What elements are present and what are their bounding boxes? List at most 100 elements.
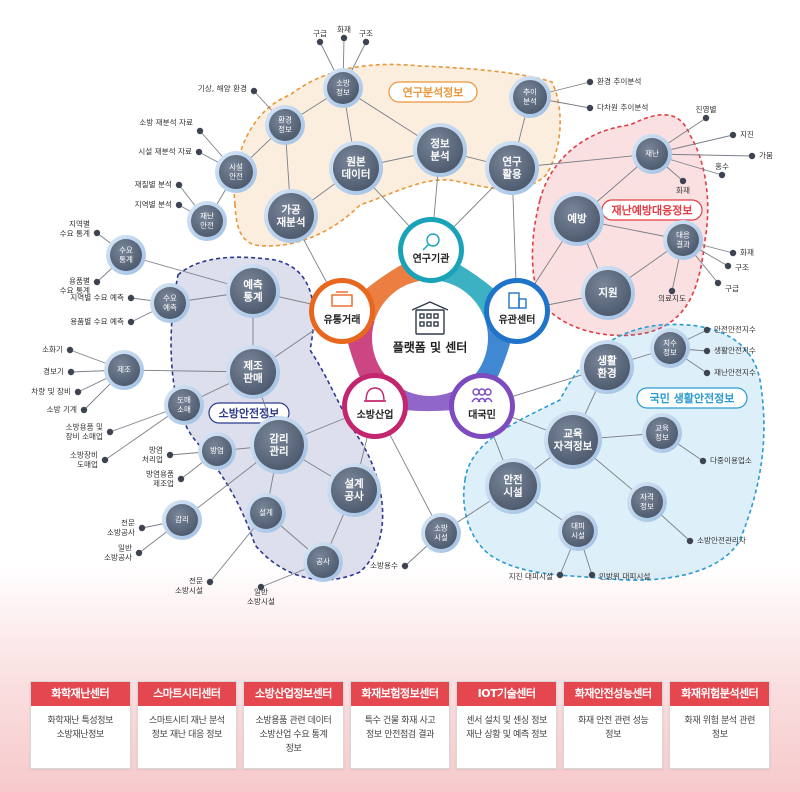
leaf-item[interactable]: 소방 재분석 자료 xyxy=(139,117,204,135)
hub-dist[interactable]: 유통거래 xyxy=(309,278,375,344)
leaf-label: 구급 xyxy=(313,29,327,38)
leaf-item[interactable]: 구급 xyxy=(313,29,327,46)
leaf-item[interactable]: 화재 xyxy=(676,177,690,195)
leaf-item[interactable]: 화재 xyxy=(337,25,351,42)
leaf-item[interactable]: 지진 xyxy=(729,129,754,139)
leaf-item[interactable]: 의료지도 xyxy=(658,287,686,303)
leaf-label: 소화기 xyxy=(42,345,63,354)
hub-research[interactable]: 연구기관 xyxy=(398,217,464,283)
hub-related[interactable]: 유관센터 xyxy=(484,278,550,344)
leaf-item[interactable]: 재난안전지수 xyxy=(703,367,756,377)
leaf-item[interactable]: 구급 xyxy=(714,279,739,293)
leaf-item[interactable]: 진영별 xyxy=(696,104,717,122)
node-circle xyxy=(202,436,232,466)
leaf-item[interactable]: 다중이용업소 xyxy=(699,455,752,465)
leaf-item[interactable]: 가뭄 xyxy=(748,151,773,160)
leaf-item[interactable]: 소화기 xyxy=(42,345,74,354)
node-circle xyxy=(425,517,457,549)
leaf-item[interactable]: 환경 추이분석 xyxy=(586,76,642,86)
leaf-item[interactable]: 지역별 분석 xyxy=(135,199,183,209)
data-node[interactable]: 제조 xyxy=(104,350,144,390)
leaf-item[interactable]: 소방안전관리자 xyxy=(686,535,746,545)
leaf-item[interactable]: 구조 xyxy=(724,262,749,272)
leaf-item[interactable]: 소방 기계 xyxy=(47,404,88,414)
hub-fireind[interactable]: 소방산업 xyxy=(342,373,408,439)
leaf-dot xyxy=(729,131,737,139)
leaf-item[interactable]: 다차원 추이분석 xyxy=(586,102,649,112)
leaf-dot xyxy=(106,428,114,436)
leaf-item[interactable]: 민방위 대피시설 xyxy=(588,571,651,581)
data-node[interactable]: 설계 xyxy=(246,493,286,533)
leaf-item[interactable]: 용품별 수요 예측 xyxy=(70,316,135,326)
data-node[interactable]: 감리 xyxy=(162,500,202,540)
leaf-item[interactable]: 시설 재분석 자료 xyxy=(138,146,203,156)
leaf-item[interactable]: 홍수 xyxy=(715,161,729,179)
data-node[interactable]: 공사 xyxy=(303,542,343,582)
node-circle xyxy=(250,497,282,529)
leaf-item[interactable]: 구조 xyxy=(359,29,373,46)
data-node[interactable]: 방염 xyxy=(198,432,236,470)
leaf-item[interactable]: 기상, 해양 환경 xyxy=(198,83,258,95)
hub-public[interactable]: 대국민 xyxy=(449,373,515,439)
leaf-item[interactable]: 안전안전지수 xyxy=(703,324,756,334)
center-card-desc: 화재 위험 분석 관련 정보 xyxy=(684,716,756,740)
leaf-item[interactable]: 경보기 xyxy=(43,366,75,376)
leaf-item[interactable]: 생활안전지수 xyxy=(703,345,756,355)
leaf-item[interactable]: 재질별 분석 xyxy=(135,179,183,189)
leaf-item[interactable]: 지진 대피시설 xyxy=(509,571,564,581)
leaf-label: 화재 xyxy=(740,248,754,257)
leaf-item[interactable]: 소방용수 xyxy=(370,560,409,570)
data-node[interactable]: 재난 xyxy=(632,134,672,174)
leaf-item[interactable]: 차량 및 장비 xyxy=(31,386,82,396)
data-node[interactable]: 지원 xyxy=(581,266,635,320)
leaf-item[interactable]: 지역별 수요 예측 xyxy=(70,292,135,302)
leaf-dot xyxy=(703,369,711,377)
data-node[interactable]: 예방 xyxy=(550,192,604,246)
hub-disc xyxy=(347,378,403,434)
leaf-item[interactable]: 화재 xyxy=(729,248,754,257)
